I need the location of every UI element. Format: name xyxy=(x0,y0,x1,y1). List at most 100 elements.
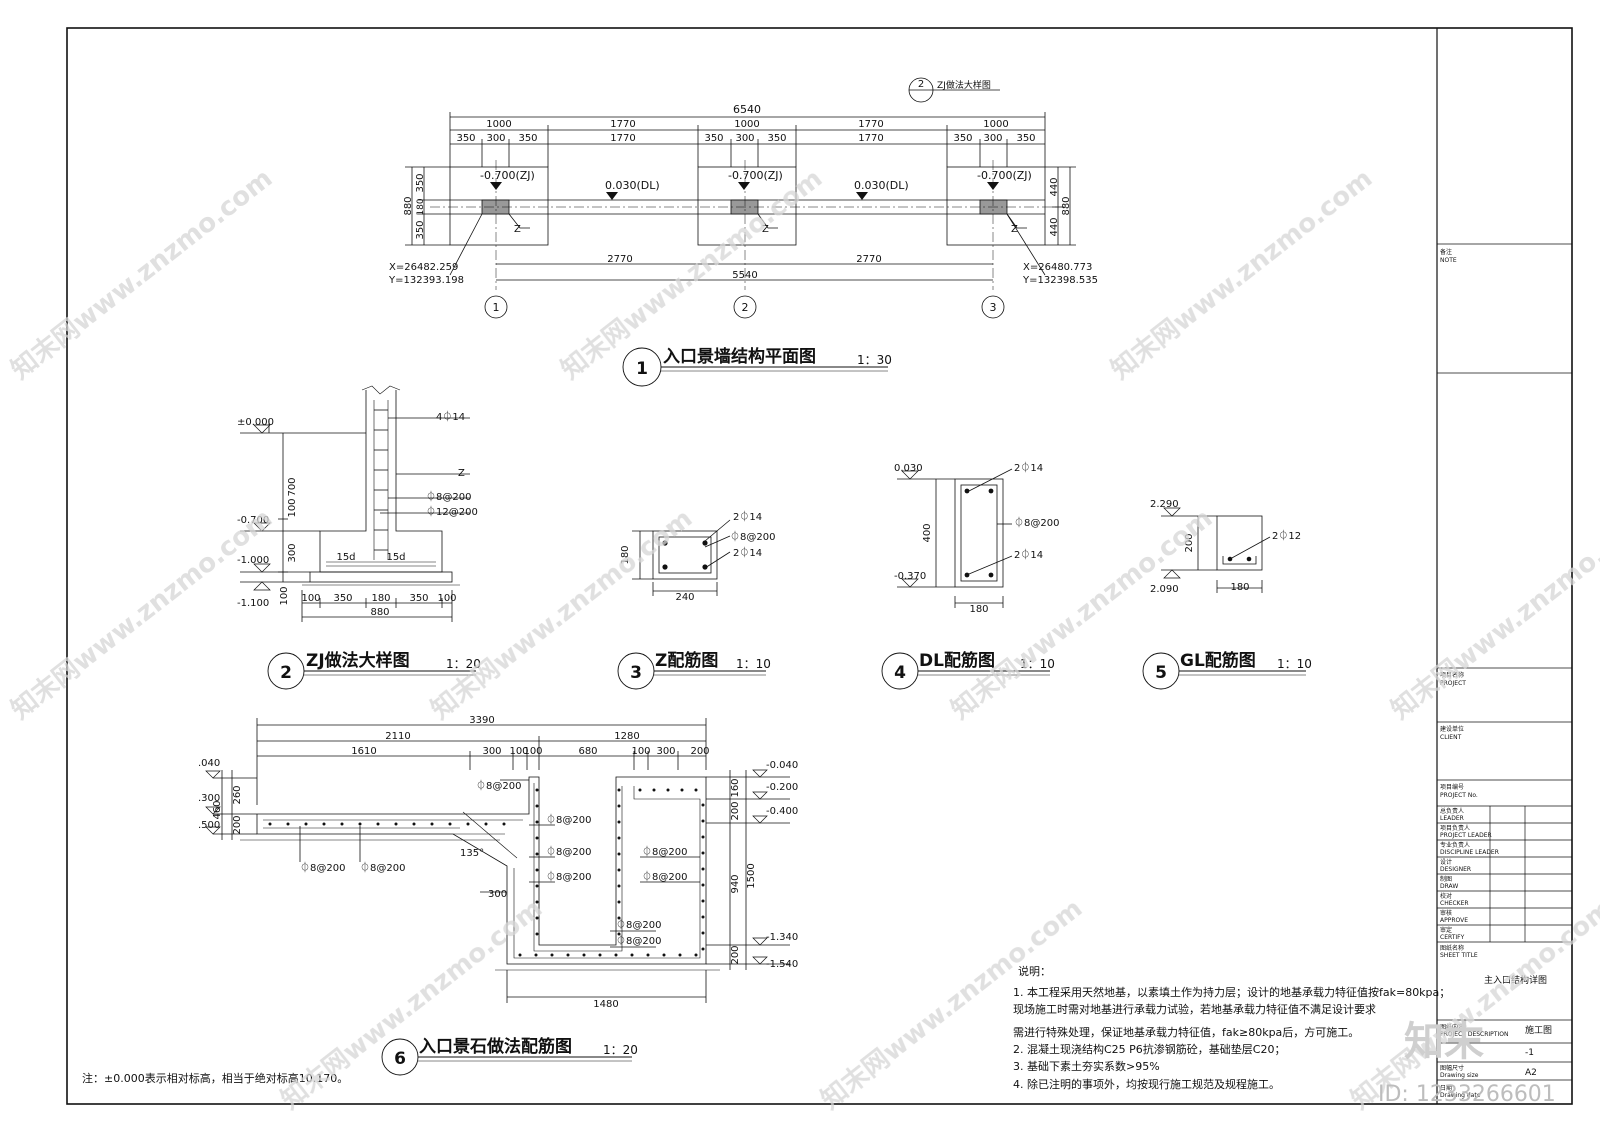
plan-level-markers xyxy=(490,182,999,200)
tb-sheet-title: 主入口结构详图 xyxy=(1484,974,1547,986)
zj-hdim: 100 xyxy=(301,593,320,604)
stone-top-dim: 300 xyxy=(482,746,501,757)
tb-role-label: 总负责人 xyxy=(1440,807,1464,815)
note-line: 2. 混凝土现浇结构C25 P6抗渗钢筋砼，基础垫层C20； xyxy=(1013,1042,1285,1056)
rebar-dot xyxy=(535,852,539,856)
title-num: 6 xyxy=(394,1049,406,1069)
notes-block: 说明： 1. 本工程采用天然地基，以素填土作为持力层；设计的地基承载力特征值按f… xyxy=(82,964,1450,1091)
zj-anchor: 15d xyxy=(386,552,405,563)
z-section xyxy=(632,519,731,596)
tb-role-label: 审定 xyxy=(1440,926,1452,934)
title-scale: 1：20 xyxy=(603,1043,638,1057)
plan-dim: 350 xyxy=(1016,133,1035,144)
title-block-labels: 备注 NOTE 项目名称 PROJECT 建设单位 CLIENT 项目编号 PR… xyxy=(1440,248,1552,1099)
watermark-text: 知末网www.znzmo.com xyxy=(426,503,698,725)
zj-vdim: 100 xyxy=(287,498,298,517)
dl-w: 180 xyxy=(969,604,988,615)
zj-level: -1.000 xyxy=(237,555,269,566)
tb-date-label-en: Drawing date xyxy=(1440,1092,1481,1099)
zj-hdim: 100 xyxy=(437,593,456,604)
stone-rebar: ⏀8@200 xyxy=(546,845,591,858)
stone-top-dim: 1280 xyxy=(614,731,639,742)
gl-level-markers xyxy=(1163,507,1181,579)
stone-top-dim: 100 xyxy=(631,746,650,757)
title-num: 1 xyxy=(636,359,648,379)
plan-dim: 300 xyxy=(735,133,754,144)
stone-level-markers xyxy=(205,769,768,965)
rebar-dot xyxy=(535,820,539,824)
notes-heading: 说明： xyxy=(1018,964,1051,978)
plan-z-label: Z xyxy=(514,224,521,235)
stone-top-dim: 100 xyxy=(523,746,542,757)
title-plan: 入口景墙结构平面图 xyxy=(663,346,816,367)
rebar-dot xyxy=(638,788,642,792)
stone-top-dim: 680 xyxy=(578,746,597,757)
stone-top-total: 3390 xyxy=(469,715,494,726)
dl-rebar-dots xyxy=(964,488,994,578)
plan-dim: 350 xyxy=(704,133,723,144)
rebar-dot xyxy=(701,819,705,823)
watermark-layer: 知末网www.znzmo.com 知末网www.znzmo.com 知末网www… xyxy=(6,163,1600,1115)
rebar-dot xyxy=(430,822,434,826)
rebar-dot xyxy=(535,836,539,840)
note-line: 3. 基础下素土夯实系数>95% xyxy=(1013,1059,1160,1073)
plan-z-label: Z xyxy=(762,224,769,235)
tb-size-label-en: Drawing size xyxy=(1440,1072,1479,1079)
rebar-dot xyxy=(694,788,698,792)
dl-rebar: 2⏀14 xyxy=(1014,548,1043,561)
rebar-dot xyxy=(535,884,539,888)
rebar-dot xyxy=(617,836,621,840)
plan-dim: 300 xyxy=(983,133,1002,144)
zj-vdim: 100 xyxy=(279,586,290,605)
rebar-dot xyxy=(614,953,618,957)
rebar-dot xyxy=(666,788,670,792)
zj-text: ±0.000 -0.700 -1.000 -1.100 700 100 300 … xyxy=(237,410,478,618)
rebar-dot xyxy=(617,852,621,856)
rebar-dot xyxy=(701,867,705,871)
note-line: 现场施工时需对地基进行承载力试验，若地基承载力特征值不满足设计要求 xyxy=(1013,1002,1376,1016)
rebar-dot xyxy=(701,851,705,855)
rebar-dot xyxy=(358,822,362,826)
tb-role-label-en: CERTIFY xyxy=(1440,934,1465,941)
z-rebar: ⏀8@200 xyxy=(730,530,775,543)
zj-anchor: 15d xyxy=(336,552,355,563)
gl-text: 2.290 2.090 200 180 2⏀12 xyxy=(1150,499,1301,595)
drawing-titles xyxy=(267,347,1306,1076)
plan-level-dl: 0.030(DL) xyxy=(854,179,909,192)
dl-text: 0.030 -0.370 400 180 2⏀14 ⏀8@200 2⏀14 xyxy=(894,461,1059,615)
rebar-dot xyxy=(662,953,666,957)
stone-right-dim: 160 xyxy=(730,778,741,797)
plan-bottom-dim: 2770 xyxy=(607,254,632,265)
tb-note-label: 备注 xyxy=(1440,248,1452,256)
zj-rebar: 4⏀14 xyxy=(436,410,465,423)
tb-role-label-en: LEADER xyxy=(1440,815,1464,822)
plan-left-dim: 350 xyxy=(415,173,426,192)
stone-right-dim: 1500 xyxy=(746,863,757,888)
rebar-dot xyxy=(535,868,539,872)
rebar-dot xyxy=(322,822,326,826)
stone-rebar: ⏀8@200 xyxy=(476,779,521,792)
stone-left-dim: 200 xyxy=(232,815,243,834)
title-gl: GL配筋图 xyxy=(1180,650,1256,671)
zj-level: ±0.000 xyxy=(237,417,274,428)
rebar-dot xyxy=(617,884,621,888)
plan-level-dl: 0.030(DL) xyxy=(605,179,660,192)
stone-rebar: ⏀8@200 xyxy=(546,813,591,826)
rebar-dot xyxy=(304,822,308,826)
plan-right-total: 880 xyxy=(1061,196,1072,215)
rebar-dot xyxy=(680,788,684,792)
gl-level: 2.290 xyxy=(1150,499,1179,510)
stone-bottom-dim: 1480 xyxy=(593,999,618,1010)
rebar-dot xyxy=(394,822,398,826)
dl-level-markers xyxy=(901,470,919,588)
stone-right-level: -1.340 xyxy=(766,932,798,943)
stone-rebar: ⏀8@200 xyxy=(360,861,405,874)
tb-role-label-en: CHECKER xyxy=(1440,900,1469,907)
title-num: 5 xyxy=(1155,663,1167,683)
watermark-text: 知末网www.znzmo.com xyxy=(6,163,278,385)
tb-role-label: 项目负责人 xyxy=(1440,824,1470,832)
tb-sheet-title-label: 图纸名称 xyxy=(1440,944,1464,952)
z-w: 240 xyxy=(675,592,694,603)
note-line: 需进行特殊处理，保证地基承载力特征值，fak≥80kpa后，方可施工。 xyxy=(1013,1025,1359,1039)
watermark-text: 知末网www.znzmo.com xyxy=(6,503,278,725)
